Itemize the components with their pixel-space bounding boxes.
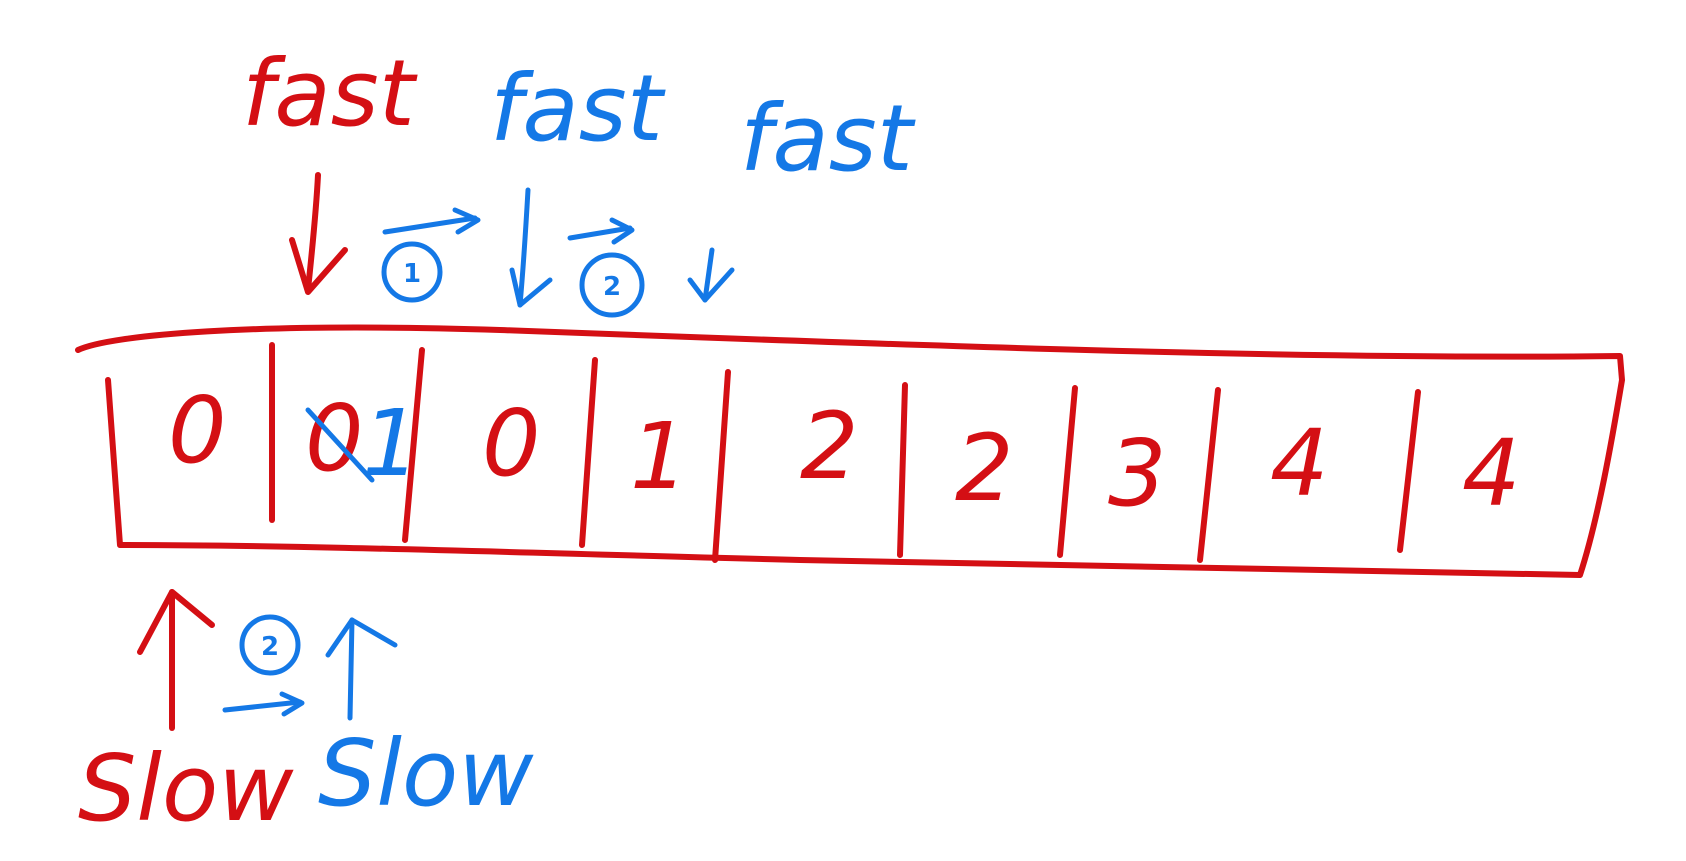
step-1-number: 1: [403, 259, 421, 289]
fast-arrow-blue-2: [687, 247, 735, 303]
slow-arrow-blue: [325, 617, 398, 721]
fast-label-blue-1: fast: [490, 55, 666, 162]
slow-label-red: Slow: [78, 735, 294, 842]
slow-arrow-red: [137, 589, 215, 731]
array-outline: [75, 324, 1625, 578]
step-1-marker: 1: [381, 207, 481, 303]
cell-3: 1: [630, 403, 689, 510]
cell-7: 4: [1270, 410, 1329, 517]
slow-label-blue: Slow: [318, 720, 534, 827]
cell-6: 3: [1108, 420, 1167, 527]
cell-8: 4: [1462, 420, 1521, 527]
cell-2: 0: [482, 390, 541, 497]
cell-5: 2: [955, 415, 1014, 522]
cell-4: 2: [800, 393, 859, 500]
cell-0: 0: [168, 377, 227, 484]
fast-label-red: fast: [242, 40, 418, 147]
fast-arrow-red: [289, 172, 348, 295]
step-2-number-top: 2: [603, 272, 621, 302]
fast-arrow-blue-1: [509, 187, 553, 308]
strike-mark: [305, 407, 375, 483]
step-2-number-bottom: 2: [261, 632, 279, 662]
cell-dividers: [269, 342, 1421, 563]
step-2-marker-top: 2: [567, 217, 645, 318]
fast-label-blue-2: fast: [740, 85, 916, 192]
step-2-marker-bottom: 2: [222, 614, 305, 717]
